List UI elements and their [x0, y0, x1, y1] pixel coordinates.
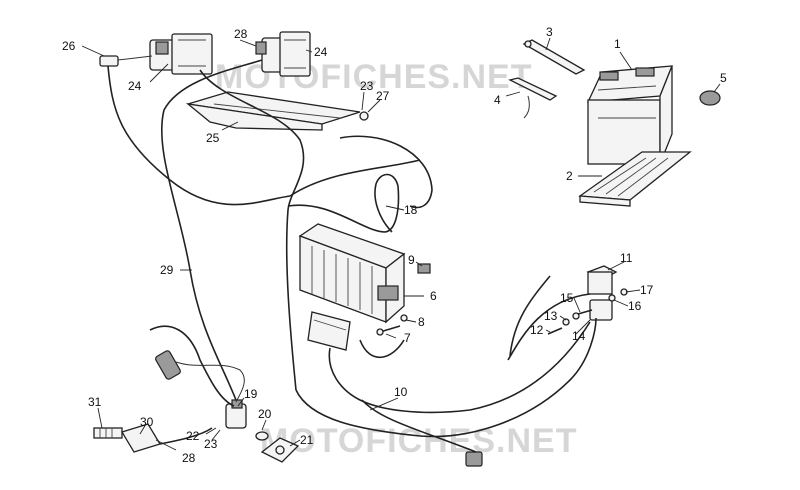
battery-terminal-negative: [508, 77, 558, 119]
callout-9: 9: [408, 253, 415, 267]
callout-1: 1: [614, 37, 621, 51]
callout-23-top: 23: [360, 79, 374, 93]
regulator-connector: [307, 311, 351, 351]
callout-14: 14: [572, 329, 586, 343]
leader-lines: [81, 37, 721, 451]
callout-3: 3: [546, 25, 553, 39]
callout-29: 29: [160, 263, 174, 277]
callout-31: 31: [88, 395, 102, 409]
callout-30: 30: [140, 415, 154, 429]
washer-15: [572, 312, 580, 320]
sensor-plate: [260, 437, 300, 463]
callout-6: 6: [430, 289, 437, 303]
callout-28-top: 28: [234, 27, 248, 41]
callout-20: 20: [258, 407, 272, 421]
callout-13: 13: [544, 309, 558, 323]
washer-13: [562, 318, 570, 326]
washer: [400, 314, 408, 322]
rubber-cap: [699, 90, 721, 106]
o-ring: [255, 431, 269, 441]
callout-8: 8: [418, 315, 425, 329]
battery: [586, 65, 673, 165]
ignition-coil-right: [255, 31, 311, 77]
callout-24-right: 24: [314, 45, 328, 59]
starter-relay: [586, 265, 618, 295]
callout-17: 17: [640, 283, 654, 297]
callout-16: 16: [628, 299, 642, 313]
callout-2: 2: [566, 169, 573, 183]
screw: [376, 325, 401, 336]
callout-22: 22: [186, 429, 200, 443]
callout-25: 25: [206, 131, 220, 145]
coil-mounting-bracket: [185, 91, 369, 131]
callout-4: 4: [494, 93, 501, 107]
nut: [417, 263, 431, 274]
callout-26: 26: [62, 39, 76, 53]
callout-12: 12: [530, 323, 544, 337]
pickup-sensor: [225, 399, 247, 429]
callout-5: 5: [720, 71, 727, 85]
bolt-12: [547, 327, 563, 335]
callout-7: 7: [404, 331, 411, 345]
callout-19: 19: [244, 387, 258, 401]
watermark-bottom: MOTOFICHES.NET: [260, 422, 578, 460]
fuse-holder: [577, 299, 613, 321]
callout-18: 18: [404, 203, 418, 217]
callout-labels: 1 2 3 4 5 6 7 8 9 10 11 12 13 14 15 16 1…: [62, 25, 727, 465]
spark-plug: [93, 427, 123, 439]
callout-11: 11: [620, 251, 633, 265]
voltage-regulator: [298, 223, 406, 324]
callout-24-left: 24: [128, 79, 142, 93]
main-wiring-harness: [107, 59, 597, 453]
callout-27: 27: [376, 89, 390, 103]
battery-tray: [578, 151, 692, 207]
callout-28-bottom: 28: [182, 451, 196, 465]
spark-plug-cap-top: [99, 55, 153, 67]
battery-terminal-positive: [522, 39, 586, 75]
callout-15: 15: [560, 291, 574, 305]
callout-10: 10: [394, 385, 408, 399]
ignition-coil-left: [149, 33, 213, 75]
callout-21: 21: [300, 433, 314, 447]
washer-16: [608, 294, 616, 302]
callout-23-bottom: 23: [204, 437, 218, 451]
harness-connector: [155, 350, 181, 380]
harness-plug-bottom: [465, 451, 483, 467]
